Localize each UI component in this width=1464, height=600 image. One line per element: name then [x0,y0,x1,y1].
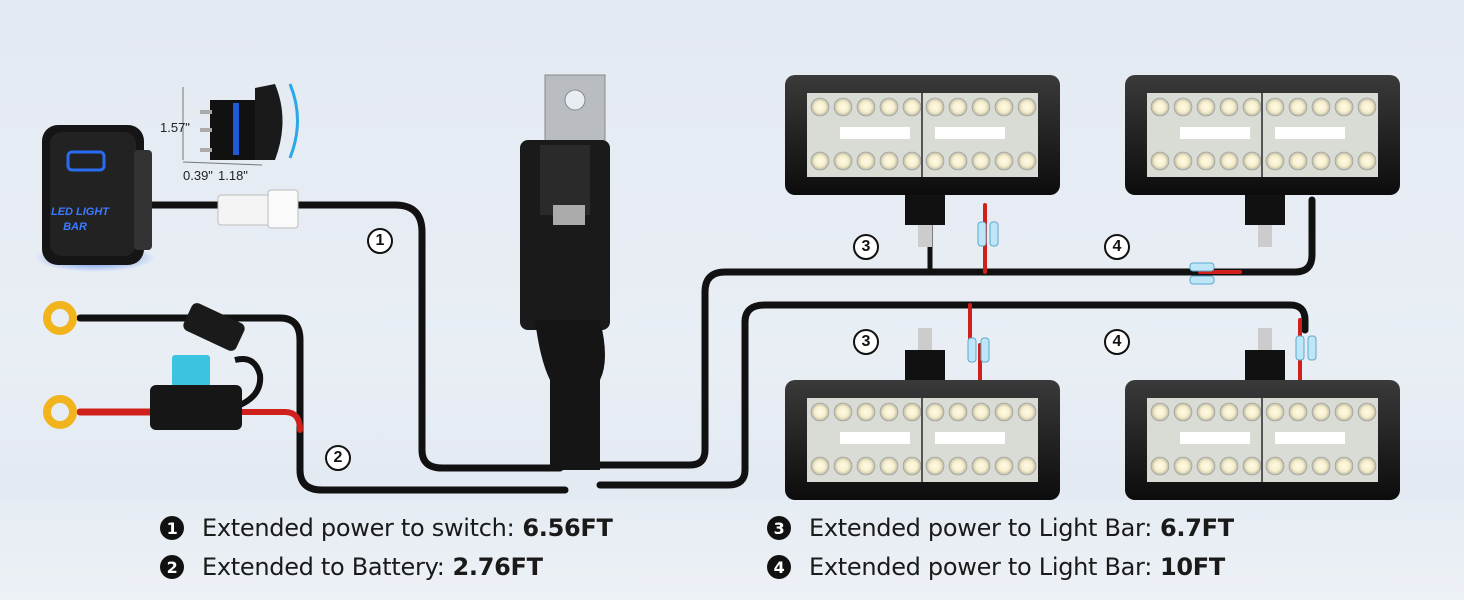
switch-depth-a-dim: 0.39" [183,168,213,183]
callout-1: 1 [367,228,393,254]
legend-item-4: 4 Extended power to Light Bar:10FT [767,553,1225,581]
light-bar-icon [66,150,106,172]
legend-band [0,500,1464,600]
legend-num-3: 3 [767,516,791,540]
legend-value-4: 10FT [1159,553,1225,581]
ring-terminals [43,301,77,429]
legend-text-3: Extended power to Light Bar: [809,514,1152,542]
switch-label-1: LED LIGHT [51,206,110,218]
legend-text-1: Extended power to switch: [202,514,515,542]
bullet-connectors [967,221,1317,363]
legend-item-1: 1 Extended power to switch:6.56FT [160,514,613,542]
wire-switch [146,201,564,472]
switch-connector [217,189,299,229]
legend-value-1: 6.56FT [522,514,613,542]
light-bar-2 [1125,75,1400,247]
callout-4-top: 4 [1104,234,1130,260]
rocker-switch: LED LIGHT BAR [35,125,155,272]
switch-label-2: BAR [63,221,87,233]
legend-num-1: 1 [160,516,184,540]
legend-item-3: 3 Extended power to Light Bar:6.7FT [767,514,1234,542]
callout-3-top: 3 [853,234,879,260]
switch-side-view [182,83,299,166]
fuse-holder [150,303,264,430]
callout-4-bottom: 4 [1104,329,1130,355]
legend-value-3: 6.7FT [1159,514,1234,542]
light-bar-1 [785,75,1060,247]
wire-battery [76,314,569,494]
light-bar-3 [785,328,1060,500]
wire-lightbar-top [596,196,1316,469]
legend-item-2: 2 Extended to Battery:2.76FT [160,553,543,581]
legend-text-2: Extended to Battery: [202,553,445,581]
light-bar-4 [1125,328,1400,500]
wire-lightbar-bottom [596,301,1309,489]
switch-depth-b-dim: 1.18" [218,168,248,183]
legend-num-4: 4 [767,555,791,579]
legend-value-2: 2.76FT [452,553,543,581]
legend-text-4: Extended power to Light Bar: [809,553,1152,581]
wire-harness [76,196,1316,494]
callout-2: 2 [325,445,351,471]
switch-height-dim: 1.57" [160,120,190,135]
relay [520,74,610,470]
legend-num-2: 2 [160,555,184,579]
callout-3-bottom: 3 [853,329,879,355]
